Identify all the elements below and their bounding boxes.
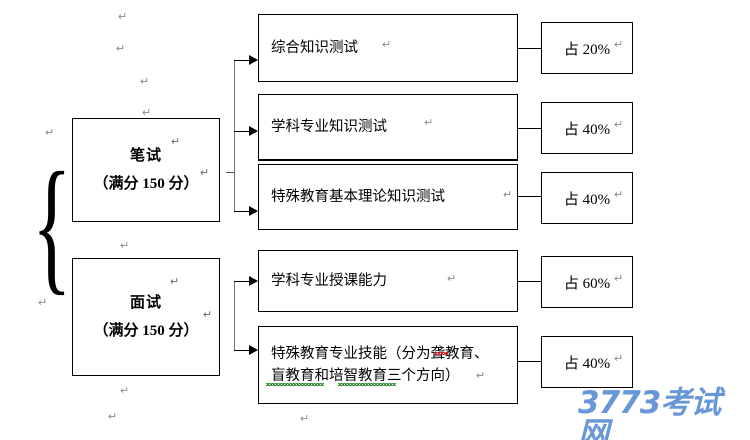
pilcrow-mark: ↵ xyxy=(614,189,624,201)
weight-connector-line xyxy=(518,128,541,129)
weight-text: 占 20% xyxy=(563,41,611,58)
content-box-special-education-theory: 特殊教育基本理论知识测试 xyxy=(258,164,518,230)
connector-arrow-line xyxy=(234,60,252,61)
connector-arrow-head xyxy=(249,126,258,136)
grouping-brace: { xyxy=(32,142,72,308)
weight-connector-line xyxy=(518,361,541,362)
pilcrow-mark: ↵ xyxy=(170,276,180,288)
weight-text: 占 40% xyxy=(563,355,611,372)
weight-connector-line xyxy=(518,48,541,49)
pilcrow-mark: ↵ xyxy=(614,39,624,51)
weight-box-subject-knowledge: 占 40% xyxy=(541,102,633,154)
content-text: 学科专业授课能力 xyxy=(271,272,387,289)
pilcrow-mark: ↵ xyxy=(300,413,310,425)
weight-text: 占 40% xyxy=(563,191,611,208)
weight-box-special-education-skills: 占 40% xyxy=(541,336,633,388)
content-text-line1: 特殊教育专业技能（分为聋教育、 xyxy=(271,345,489,362)
pilcrow-mark: ↵ xyxy=(171,136,181,148)
weight-box-comprehensive-knowledge: 占 20% xyxy=(541,22,633,74)
weight-box-subject-teaching-ability: 占 60% xyxy=(541,256,633,308)
stage-subtitle-written: （满分 150 分） xyxy=(93,176,199,192)
connector-arrow-head xyxy=(249,206,258,216)
weight-text: 占 40% xyxy=(563,121,611,138)
pilcrow-mark: ↵ xyxy=(614,353,624,365)
watermark-brand: 3773考试网 xyxy=(578,385,721,440)
content-text: 特殊教育基本理论知识测试 xyxy=(271,188,445,205)
connector-arrow-line xyxy=(234,281,252,282)
connector-spine-written xyxy=(234,60,235,212)
pilcrow-mark: ↵ xyxy=(45,127,55,139)
pilcrow-mark: ↵ xyxy=(203,309,213,321)
connector-arrow-line xyxy=(234,350,252,351)
content-box-subject-teaching-ability: 学科专业授课能力 xyxy=(258,250,518,312)
pilcrow-mark: ↵ xyxy=(116,43,126,55)
weight-text: 占 60% xyxy=(563,275,611,292)
pilcrow-mark: ↵ xyxy=(142,107,152,119)
content-box-subject-knowledge: 学科专业知识测试 xyxy=(258,94,518,160)
content-text-line2: 盲教育和培智教育三个方向） xyxy=(271,368,460,384)
content-box-special-education-skills: 特殊教育专业技能（分为聋教育、 盲教育和培智教育三个方向） xyxy=(258,326,518,404)
weight-box-special-education-theory: 占 40% xyxy=(541,172,633,224)
spellcheck-grammar-underline xyxy=(266,383,324,386)
pilcrow-mark: ↵ xyxy=(614,119,624,131)
content-box-comprehensive-knowledge: 综合知识测试 xyxy=(258,14,518,82)
pilcrow-mark: ↵ xyxy=(424,117,434,129)
pilcrow-mark: ↵ xyxy=(118,11,128,23)
connector-spine-interview xyxy=(234,281,235,351)
stage-box-written: 笔试 （满分 150 分） xyxy=(72,118,220,222)
connector-arrow-head xyxy=(249,345,258,355)
pilcrow-mark: ↵ xyxy=(200,167,210,179)
stage-box-interview: 面试 （满分 150 分） xyxy=(72,258,220,376)
connector-tick xyxy=(226,172,235,173)
pilcrow-mark: ↵ xyxy=(503,189,513,201)
pilcrow-mark: ↵ xyxy=(140,76,150,88)
content-text: 学科专业知识测试 xyxy=(271,118,387,135)
spellcheck-grammar-underline xyxy=(338,383,396,386)
connector-arrow-line xyxy=(234,211,252,212)
pilcrow-mark: ↵ xyxy=(120,240,130,252)
connector-arrow-head xyxy=(249,55,258,65)
pilcrow-mark: ↵ xyxy=(447,273,457,285)
stage-subtitle-interview: （满分 150 分） xyxy=(93,323,199,339)
pilcrow-mark: ↵ xyxy=(476,370,486,382)
pilcrow-mark: ↵ xyxy=(108,411,118,423)
connector-arrow-line xyxy=(234,131,252,132)
pilcrow-mark: ↵ xyxy=(38,297,48,309)
pilcrow-mark: ↵ xyxy=(120,385,130,397)
weight-connector-line xyxy=(518,281,541,282)
stage-title-interview: 面试 xyxy=(129,294,162,311)
pilcrow-mark: ↵ xyxy=(382,39,392,51)
site-watermark: 3773考试网 3773.com.cn xyxy=(578,388,750,440)
spellcheck-error-underline xyxy=(434,352,448,355)
pilcrow-mark: ↵ xyxy=(614,273,624,285)
content-text: 综合知识测试 xyxy=(271,39,358,56)
stage-title-written: 笔试 xyxy=(129,147,162,164)
box-separator xyxy=(258,159,518,161)
connector-arrow-head xyxy=(249,276,258,286)
weight-connector-line xyxy=(518,196,541,197)
